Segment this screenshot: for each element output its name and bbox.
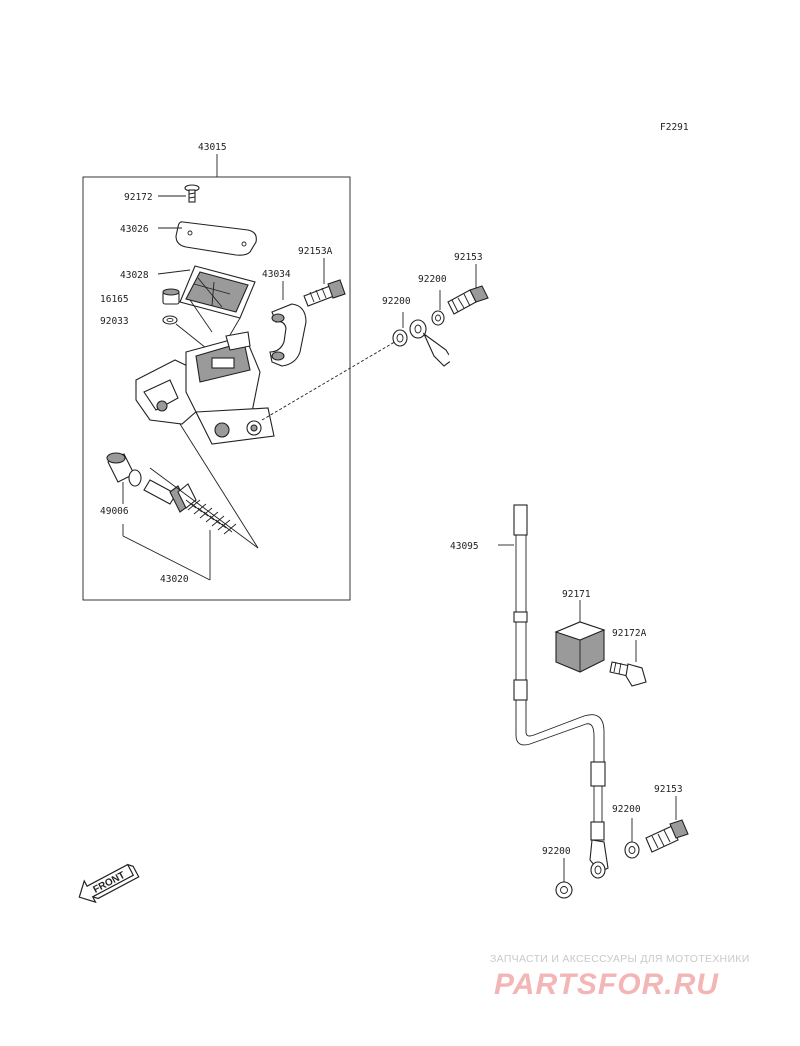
piston-kit-bracket: [122, 524, 211, 581]
diagram-ref: F2291: [660, 122, 689, 133]
label-43015[interactable]: 43015: [198, 142, 227, 153]
washer-lower-right-part[interactable]: [624, 841, 640, 859]
banjo-bolt-top-part[interactable]: [447, 285, 489, 315]
front-direction-arrow: FRONT: [78, 863, 140, 904]
label-92153A[interactable]: 92153A: [298, 246, 333, 257]
label-43026[interactable]: 43026: [120, 224, 149, 235]
label-49006[interactable]: 49006: [100, 506, 129, 517]
label-43020[interactable]: 43020: [160, 574, 189, 585]
label-92200-a[interactable]: 92200: [382, 296, 411, 307]
cap-screw-part[interactable]: [184, 184, 200, 203]
upper-banjo-part[interactable]: [409, 319, 453, 367]
washer-lower-left-part[interactable]: [555, 881, 573, 899]
washer-upper-right-part[interactable]: [431, 310, 445, 326]
label-92200-d[interactable]: 92200: [542, 846, 571, 857]
label-92200-b[interactable]: 92200: [418, 274, 447, 285]
master-cylinder-body[interactable]: [135, 331, 275, 445]
lever-holder-part[interactable]: [269, 303, 307, 367]
banjo-bolt-bottom-part[interactable]: [645, 819, 689, 853]
diaphragm-part[interactable]: [179, 265, 256, 319]
label-43095[interactable]: 43095: [450, 541, 479, 552]
label-92033[interactable]: 92033: [100, 316, 129, 327]
label-92172[interactable]: 92172: [124, 192, 153, 203]
label-92171[interactable]: 92171: [562, 589, 591, 600]
clamp-bolt-part[interactable]: [609, 661, 647, 687]
piston-assembly-part[interactable]: [106, 452, 237, 535]
holder-bolt-part[interactable]: [303, 279, 346, 307]
label-92200-c[interactable]: 92200: [612, 804, 641, 815]
boot-part[interactable]: [162, 288, 180, 305]
label-43028[interactable]: 43028: [120, 270, 149, 281]
label-16165[interactable]: 16165: [100, 294, 129, 305]
reservoir-cap-part[interactable]: [175, 221, 257, 256]
label-92153-bottom[interactable]: 92153: [654, 784, 683, 795]
label-92153-top[interactable]: 92153: [454, 252, 483, 263]
label-43034[interactable]: 43034: [262, 269, 291, 280]
label-92172A[interactable]: 92172A: [612, 628, 647, 639]
master-cylinder-frame: [82, 154, 351, 601]
watermark-logo: PARTSFOR.RU: [494, 968, 719, 1001]
watermark-tagline: ЗАПЧАСТИ И АКСЕССУАРЫ ДЛЯ МОТОТЕХНИКИ: [490, 953, 750, 965]
o-ring-part[interactable]: [162, 315, 178, 325]
brake-hose-part[interactable]: [445, 353, 609, 879]
hose-clamp-part[interactable]: [554, 621, 606, 673]
washer-upper-left-part[interactable]: [392, 329, 408, 347]
